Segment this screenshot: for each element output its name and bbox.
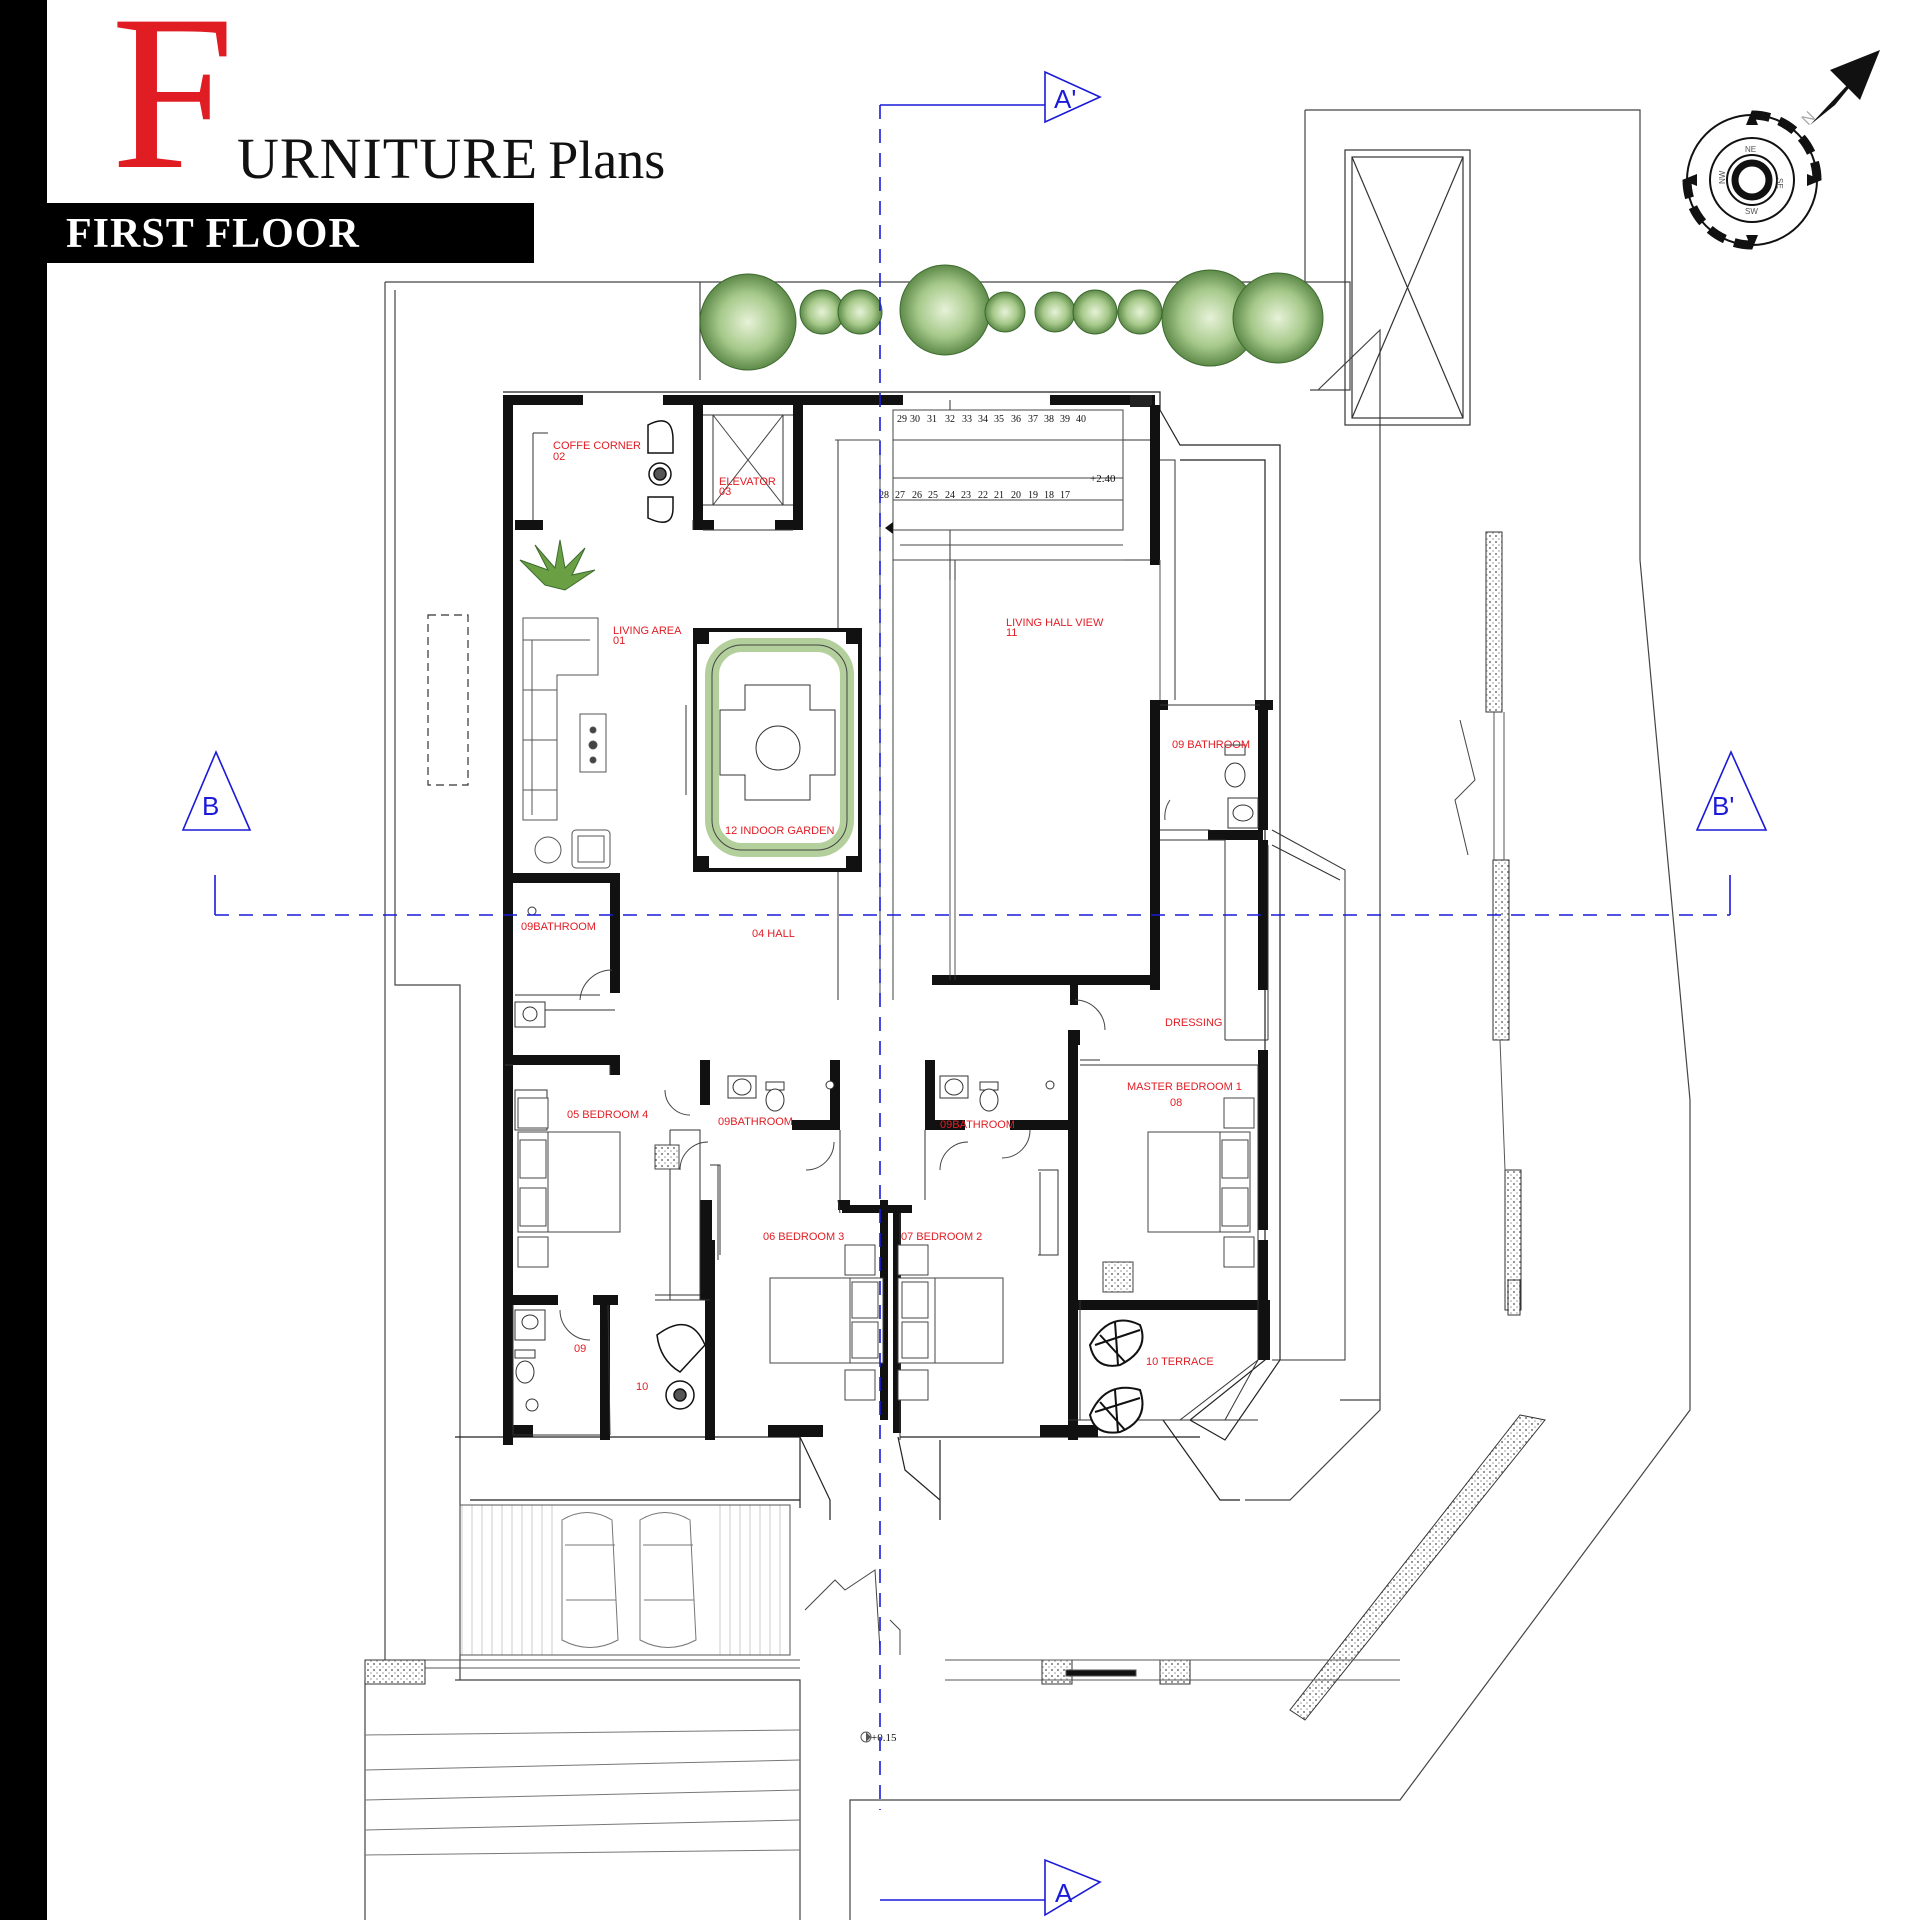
stair-step-34: 34: [978, 414, 988, 425]
stair-step-17: 17: [1060, 490, 1070, 501]
section-markers: [181, 70, 1768, 1917]
coffee-corner-furniture: [647, 420, 674, 523]
beds: [517, 1097, 1255, 1401]
indoor-garden: [685, 628, 862, 872]
label-dressing: DRESSING: [1165, 1017, 1222, 1029]
interior-lines: [505, 400, 1346, 1440]
room-10-furniture: [656, 1323, 706, 1410]
label-coffee-corner-num: 02: [553, 451, 565, 463]
label-bedroom-4: 05 BEDROOM 4: [567, 1109, 648, 1121]
section-b-left-label: B: [202, 791, 219, 821]
left-margin-bar: [0, 0, 47, 1920]
sofa-set: [522, 617, 611, 869]
stair-step-18: 18: [1044, 490, 1054, 501]
label-living-area: LIVING AREA: [613, 625, 682, 637]
compass-ne: NE: [1745, 145, 1756, 154]
site-boundary: [364, 109, 1691, 1920]
carport-slats: [459, 1504, 791, 1656]
tree-row: [699, 264, 1324, 371]
stair-step-24: 24: [945, 490, 955, 501]
label-master-bedroom: MASTER BEDROOM 1: [1127, 1081, 1242, 1093]
compass-sw: SW: [1745, 207, 1758, 216]
stair-step-22: 22: [978, 490, 988, 501]
entrance-level-marker: [860, 1731, 872, 1743]
ground-steps: [364, 1729, 801, 1856]
label-bathroom-east: 09 BATHROOM: [1172, 739, 1250, 751]
plant-icon: [519, 539, 596, 591]
compass-nw: NW: [1718, 170, 1727, 184]
parked-cars: [561, 1512, 697, 1648]
label-living-hall-view-num: 11: [1006, 627, 1017, 639]
stair-step-23: 23: [961, 490, 971, 501]
label-coffee-corner: COFFE CORNER: [553, 440, 641, 452]
floor-label-bar: [0, 203, 534, 263]
compass-north: N: [1799, 109, 1819, 129]
stair-step-32: 32: [945, 414, 955, 425]
stair-step-35: 35: [994, 414, 1004, 425]
section-a-bottom-label: A: [1055, 1878, 1073, 1908]
boundary-wall-right: [364, 531, 1546, 1721]
boundary-thin-lines: [425, 712, 1506, 1681]
stair-step-31: 31: [927, 414, 937, 425]
label-terrace: 10 TERRACE: [1146, 1356, 1214, 1368]
label-master-bedroom-num: 08: [1170, 1097, 1182, 1109]
stair-step-20: 20: [1011, 490, 1021, 501]
stair-step-30: 30: [910, 414, 920, 425]
stair-step-39: 39: [1060, 414, 1070, 425]
label-bathroom-b3: 09BATHROOM: [718, 1116, 793, 1128]
compass-icon: [1682, 50, 1880, 250]
label-elevator: ELEVATOR: [719, 476, 776, 488]
walls: [503, 395, 1273, 1445]
label-living-area-num: 01: [613, 635, 625, 647]
title-initial: F: [111, 0, 235, 216]
compass-se: SE: [1775, 178, 1784, 189]
label-indoor-garden: 12 INDOOR GARDEN: [725, 825, 834, 837]
rear-structure: [1344, 149, 1471, 426]
section-a-top-label: A': [1054, 84, 1076, 114]
label-living-hall-view: LIVING HALL VIEW: [1006, 617, 1104, 629]
title-plans: Plans: [548, 130, 666, 190]
entrance-level: +0.15: [871, 1732, 897, 1744]
label-bathroom-west: 09BATHROOM: [521, 921, 596, 933]
stair-step-21: 21: [994, 490, 1004, 501]
elevator-shaft: [712, 414, 784, 506]
stair-step-19: 19: [1028, 490, 1038, 501]
label-room-10: 10: [636, 1381, 648, 1393]
stair-step-27: 27: [895, 490, 905, 501]
roof-opening: [427, 614, 469, 786]
section-lines: [215, 105, 1730, 1810]
stair-step-40: 40: [1076, 414, 1086, 425]
living-hall-view-void: [949, 560, 1161, 975]
title-furniture: URNITURE: [237, 126, 539, 191]
stair-step-26: 26: [912, 490, 922, 501]
stair-step-29: 29: [897, 414, 907, 425]
stair-level: +2.40: [1090, 473, 1116, 485]
floor-label: FIRST FLOOR: [66, 211, 360, 257]
stair-step-25: 25: [928, 490, 938, 501]
stair-step-33: 33: [962, 414, 972, 425]
label-bathroom-b2: 09BATHROOM: [940, 1119, 1015, 1131]
terrace-chairs: [1088, 1319, 1144, 1434]
section-b-right-label: B': [1712, 791, 1734, 821]
door-swings: [559, 719, 1476, 1655]
stair-step-38: 38: [1044, 414, 1054, 425]
label-elevator-num: 03: [719, 486, 731, 498]
stair-arrow-icon: [885, 522, 893, 534]
label-bedroom-3: 06 BEDROOM 3: [763, 1231, 844, 1243]
label-room-09: 09: [574, 1343, 586, 1355]
stair-step-28: 28: [879, 490, 889, 501]
label-hall: 04 HALL: [752, 928, 795, 940]
stair-step-36: 36: [1011, 414, 1021, 425]
label-bedroom-2: 07 BEDROOM 2: [901, 1231, 982, 1243]
stair-step-37: 37: [1028, 414, 1038, 425]
